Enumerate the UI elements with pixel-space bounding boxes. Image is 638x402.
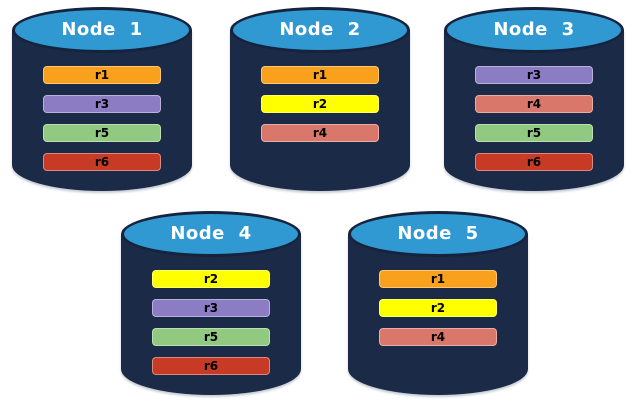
node-4-cylinder: Node 4 r2 r3 r5 r6	[121, 211, 301, 395]
node-1-cylinder: Node 1 r1 r3 r5 r6	[12, 7, 192, 191]
node-1-replica-bar-r6: r6	[43, 153, 161, 171]
node-2-cylinder: Node 2 r1 r2 r4	[230, 7, 410, 191]
node-5-replica-bar-r4: r4	[379, 328, 497, 346]
node-2-replica-list: r1 r2 r4	[230, 66, 410, 153]
node-2-title: Node 2	[279, 19, 361, 40]
node-3-cylinder: Node 3 r3 r4 r5 r6	[444, 7, 624, 191]
node-1-title: Node 1	[61, 19, 143, 40]
node-5-title: Node 5	[397, 223, 479, 244]
node-1-cylinder-top	[12, 7, 192, 53]
node-5-replica-list: r1 r2 r4	[348, 270, 528, 357]
node-4-replica-bar-r2: r2	[152, 270, 270, 288]
node-3-replica-bar-r4: r4	[475, 95, 593, 113]
node-4-replica-bar-r3: r3	[152, 299, 270, 317]
node-3-replica-bar-r5: r5	[475, 124, 593, 142]
node-1-replica-bar-r3: r3	[43, 95, 161, 113]
node-2-cylinder-top	[230, 7, 410, 53]
node-4-replica-list: r2 r3 r5 r6	[121, 270, 301, 386]
node-3-replica-list: r3 r4 r5 r6	[444, 66, 624, 182]
node-4-replica-bar-r5: r5	[152, 328, 270, 346]
node-3-replica-bar-r3: r3	[475, 66, 593, 84]
node-2-replica-bar-r2: r2	[261, 95, 379, 113]
node-5-replica-bar-r2: r2	[379, 299, 497, 317]
node-4-replica-bar-r6: r6	[152, 357, 270, 375]
node-5-replica-bar-r1: r1	[379, 270, 497, 288]
node-2-replica-bar-r4: r4	[261, 124, 379, 142]
node-4-title: Node 4	[170, 223, 252, 244]
node-1-replica-list: r1 r3 r5 r6	[12, 66, 192, 182]
node-3-title: Node 3	[493, 19, 575, 40]
node-1-replica-bar-r5: r5	[43, 124, 161, 142]
node-3-cylinder-top	[444, 7, 624, 53]
node-2-replica-bar-r1: r1	[261, 66, 379, 84]
node-3-replica-bar-r6: r6	[475, 153, 593, 171]
node-1-replica-bar-r1: r1	[43, 66, 161, 84]
node-5-cylinder: Node 5 r1 r2 r4	[348, 211, 528, 395]
node-4-cylinder-top	[121, 211, 301, 257]
node-5-cylinder-top	[348, 211, 528, 257]
